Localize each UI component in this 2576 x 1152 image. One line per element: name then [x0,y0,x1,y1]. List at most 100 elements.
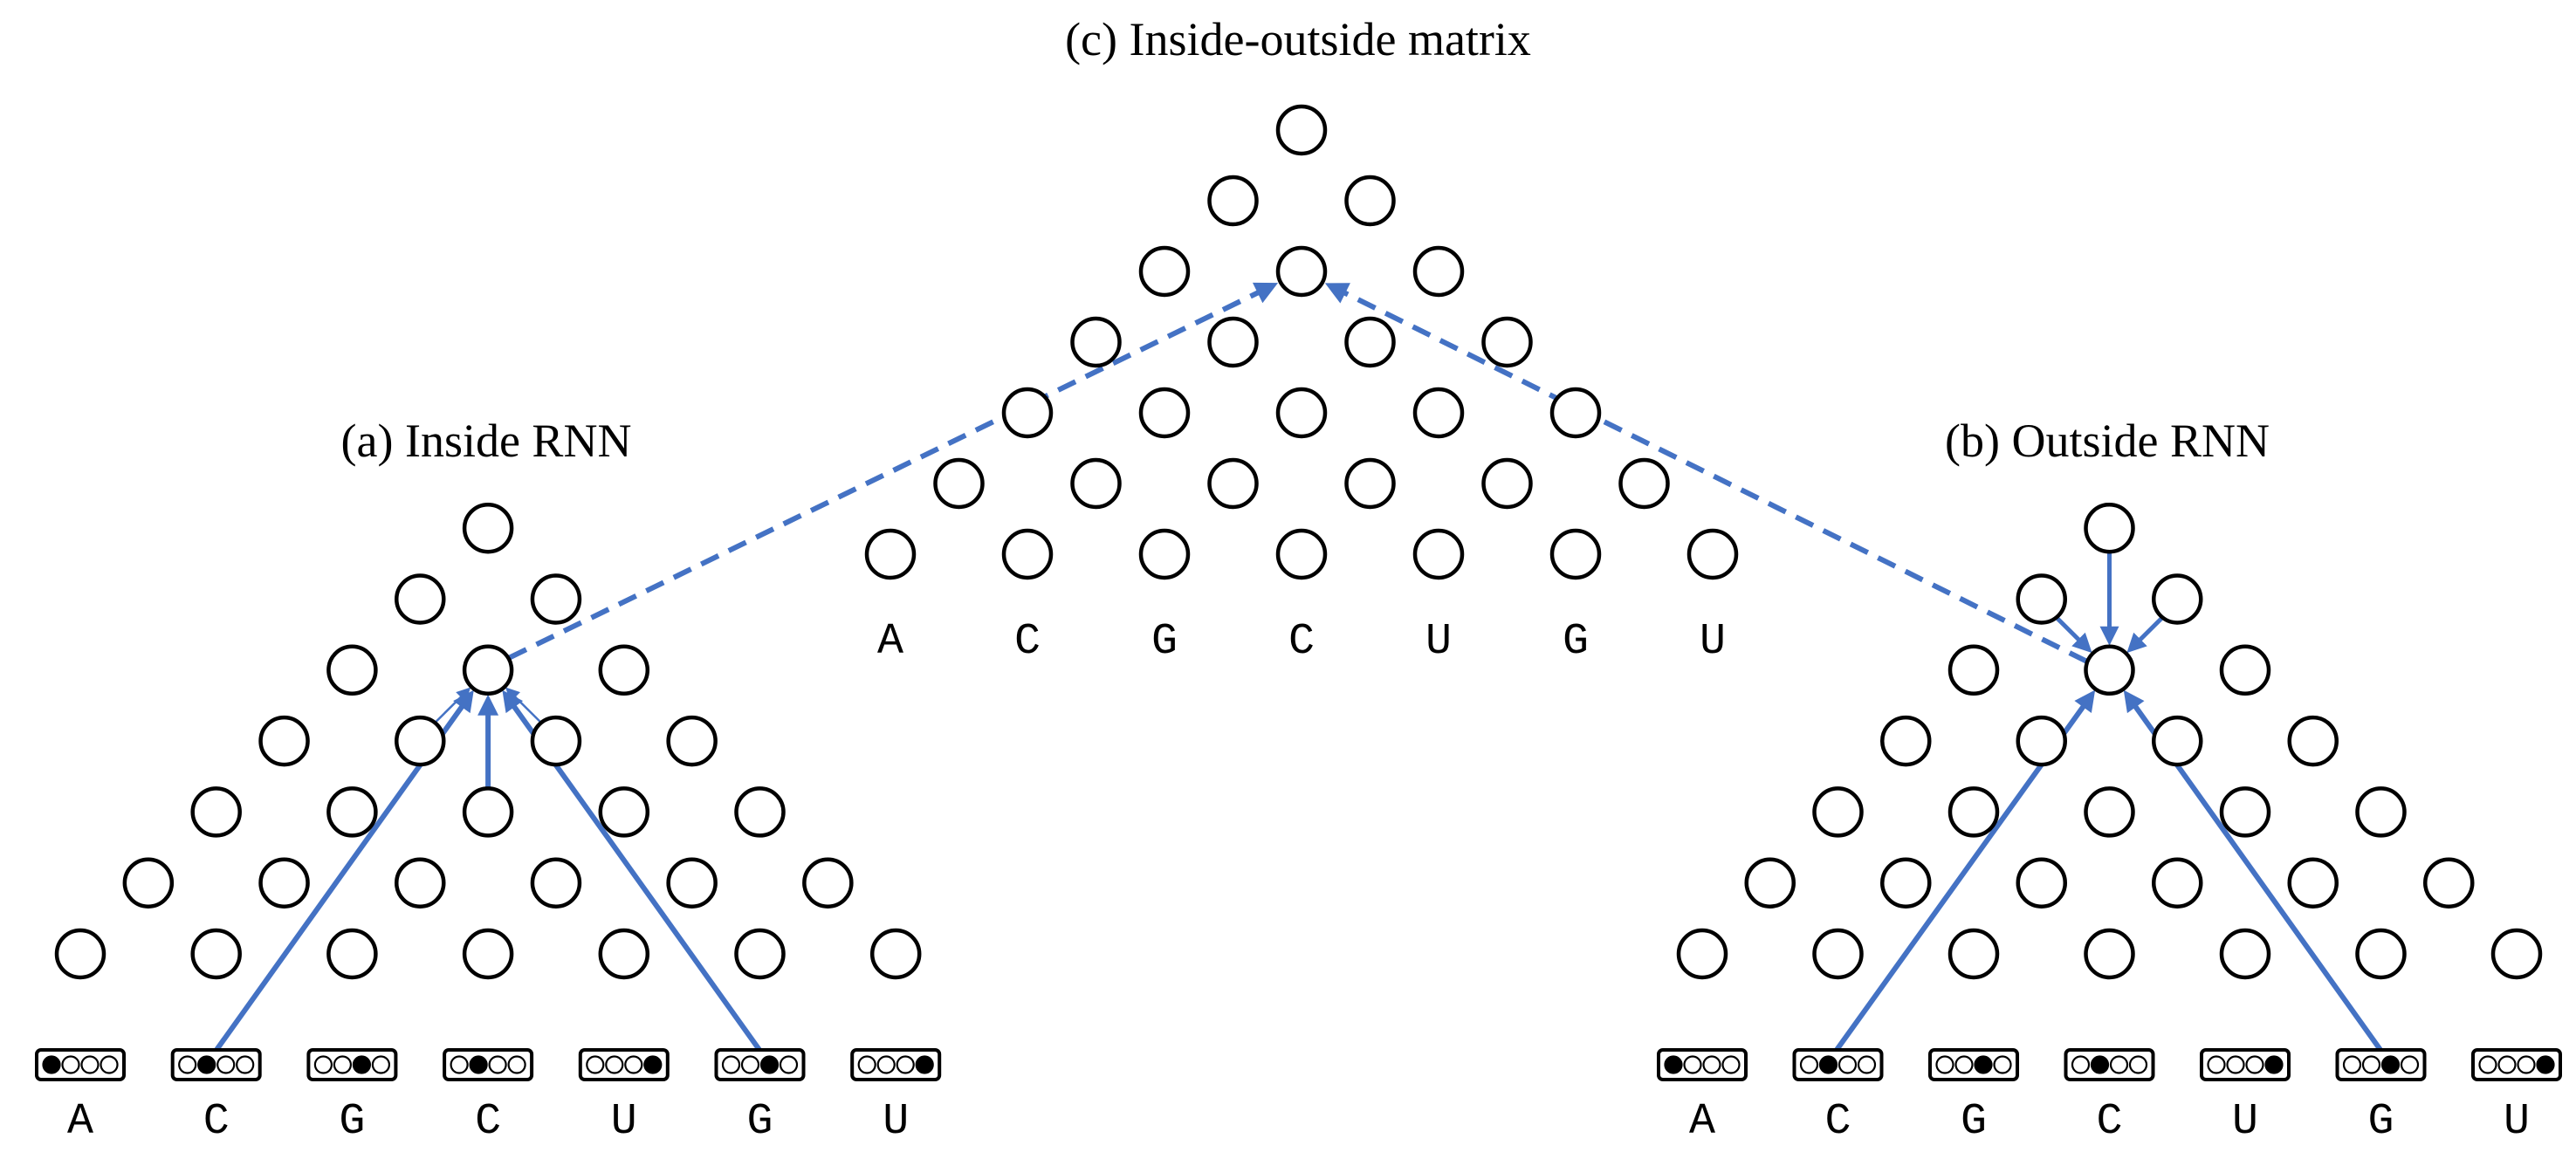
inside-base-6: U [883,1097,909,1147]
matrix-cell-2-0 [1001,387,1054,439]
inside-cell-1-1 [258,857,310,909]
dashed-arrow-inside-to-matrix [507,282,1279,661]
inside-title: (a) Inside RNN [341,415,632,467]
outside-one-hot-4-bit-0 [2207,1055,2226,1074]
matrix-cell-2-3 [1412,387,1465,439]
inside-one-hot-2 [306,1048,398,1081]
inside-one-hot-0-bit-0 [42,1055,61,1074]
outside-cell-1-0 [1744,857,1796,909]
outside-one-hot-4 [2200,1048,2291,1081]
outside-cell-1-3 [2152,857,2203,909]
outside-cell-1-2 [2016,857,2067,909]
inside-cell-0-4 [598,928,650,980]
inside-cell-2-1 [326,786,378,838]
outside-cell-2-2 [2084,786,2135,838]
matrix-base-5: G [1563,617,1589,667]
matrix-cell-1-5 [1618,457,1670,510]
inside-cell-1-2 [395,857,446,909]
matrix-cell-0-6 [1686,528,1739,580]
outside-one-hot-1-bit-1 [1818,1055,1838,1074]
inside-one-hot-6-bit-3 [915,1055,934,1074]
inside-arrow-from-right [505,687,543,724]
outside-one-hot-2-bit-1 [1954,1055,1974,1074]
inside-one-hot-6-bit-2 [896,1055,915,1074]
inside-cell-5-0 [395,573,446,625]
outside-cell-4-2 [2219,644,2271,696]
inside-one-hot-3-bit-2 [488,1055,507,1074]
matrix-cell-0-2 [1138,528,1191,580]
outside-one-hot-0-bit-2 [1702,1055,1721,1074]
outside-cell-0-3 [2084,928,2135,980]
outside-one-hot-3-bit-3 [2128,1055,2148,1074]
matrix-cell-3-3 [1481,316,1533,368]
inside-one-hot-4-bit-2 [624,1055,643,1074]
inside-cell-4-0 [326,644,378,696]
outside-one-hot-0-bit-0 [1664,1055,1683,1074]
outside-base-6: U [2504,1097,2530,1147]
outside-cell-5-1 [2152,573,2203,625]
outside-title: (b) Outside RNN [1945,415,2270,467]
inside-base-3: C [475,1097,501,1147]
inside-base-4: U [611,1097,637,1147]
outside-one-hot-4-bit-3 [2264,1055,2284,1074]
inside-one-hot-1-bit-1 [197,1055,216,1074]
matrix-cell-0-0 [864,528,917,580]
matrix-cell-1-0 [933,457,985,510]
matrix-title: (c) Inside-outside matrix [1065,13,1531,65]
inside-one-hot-0-bit-2 [80,1055,100,1074]
outside-one-hot-3-bit-0 [2071,1055,2091,1074]
inside-one-hot-0-bit-1 [61,1055,80,1074]
matrix-cell-4-0 [1138,245,1191,298]
outside-arrow-from-upper-right [2126,614,2166,654]
outside-arrow-from-upper-left [2053,614,2092,654]
inside-cell-3-2 [530,715,582,767]
inside-cell-2-3 [598,786,650,838]
inside-cell-2-2 [462,786,514,838]
inside-one-hot-4 [578,1048,670,1081]
matrix-cell-2-2 [1275,387,1328,439]
node-layer [54,104,2543,980]
outside-cell-2-0 [1812,786,1864,838]
inside-cell-1-5 [802,857,854,909]
matrix-base-3: C [1288,617,1315,667]
outside-cell-4-0 [1947,644,2000,696]
outside-one-hot-2 [1928,1048,2019,1081]
outside-cell-5-0 [2016,573,2067,625]
outside-cell-4-1 [2084,644,2135,696]
outside-cell-3-3 [2287,715,2339,767]
outside-one-hot-5-bit-3 [2400,1055,2420,1074]
outside-one-hot-6 [2471,1048,2562,1081]
outside-cell-1-4 [2287,857,2339,909]
outside-one-hot-2-bit-2 [1974,1055,1993,1074]
matrix-base-4: U [1425,617,1452,667]
matrix-cell-0-1 [1001,528,1054,580]
inside-one-hot-6-bit-0 [857,1055,876,1074]
outside-cell-6-0 [2084,502,2135,554]
inside-one-hot-4-bit-1 [605,1055,624,1074]
inside-base-0: A [67,1097,93,1147]
inside-cell-4-2 [598,644,650,696]
inside-cell-4-1 [462,644,514,696]
outside-base-3: C [2096,1097,2122,1147]
inside-one-hot-2-bit-2 [352,1055,371,1074]
matrix-cell-3-1 [1207,316,1259,368]
inside-one-hot-0 [35,1048,126,1081]
outside-cell-3-1 [2016,715,2067,767]
inside-cell-6-0 [462,502,514,554]
outside-cell-0-4 [2219,928,2271,980]
matrix-cell-0-3 [1275,528,1328,580]
inside-one-hot-4-bit-3 [643,1055,663,1074]
matrix-base-2: G [1151,617,1178,667]
inside-cell-0-6 [869,928,922,980]
inside-one-hot-5 [714,1048,806,1081]
outside-cell-0-6 [2490,928,2543,980]
inside-base-5: G [746,1097,773,1147]
outside-one-hot-5-bit-2 [2380,1055,2401,1074]
outside-base-0: A [1689,1097,1715,1147]
matrix-cell-2-4 [1549,387,1602,439]
inside-one-hot-2-bit-3 [371,1055,390,1074]
outside-cell-1-1 [1880,857,1932,909]
matrix-cell-4-2 [1412,245,1465,298]
